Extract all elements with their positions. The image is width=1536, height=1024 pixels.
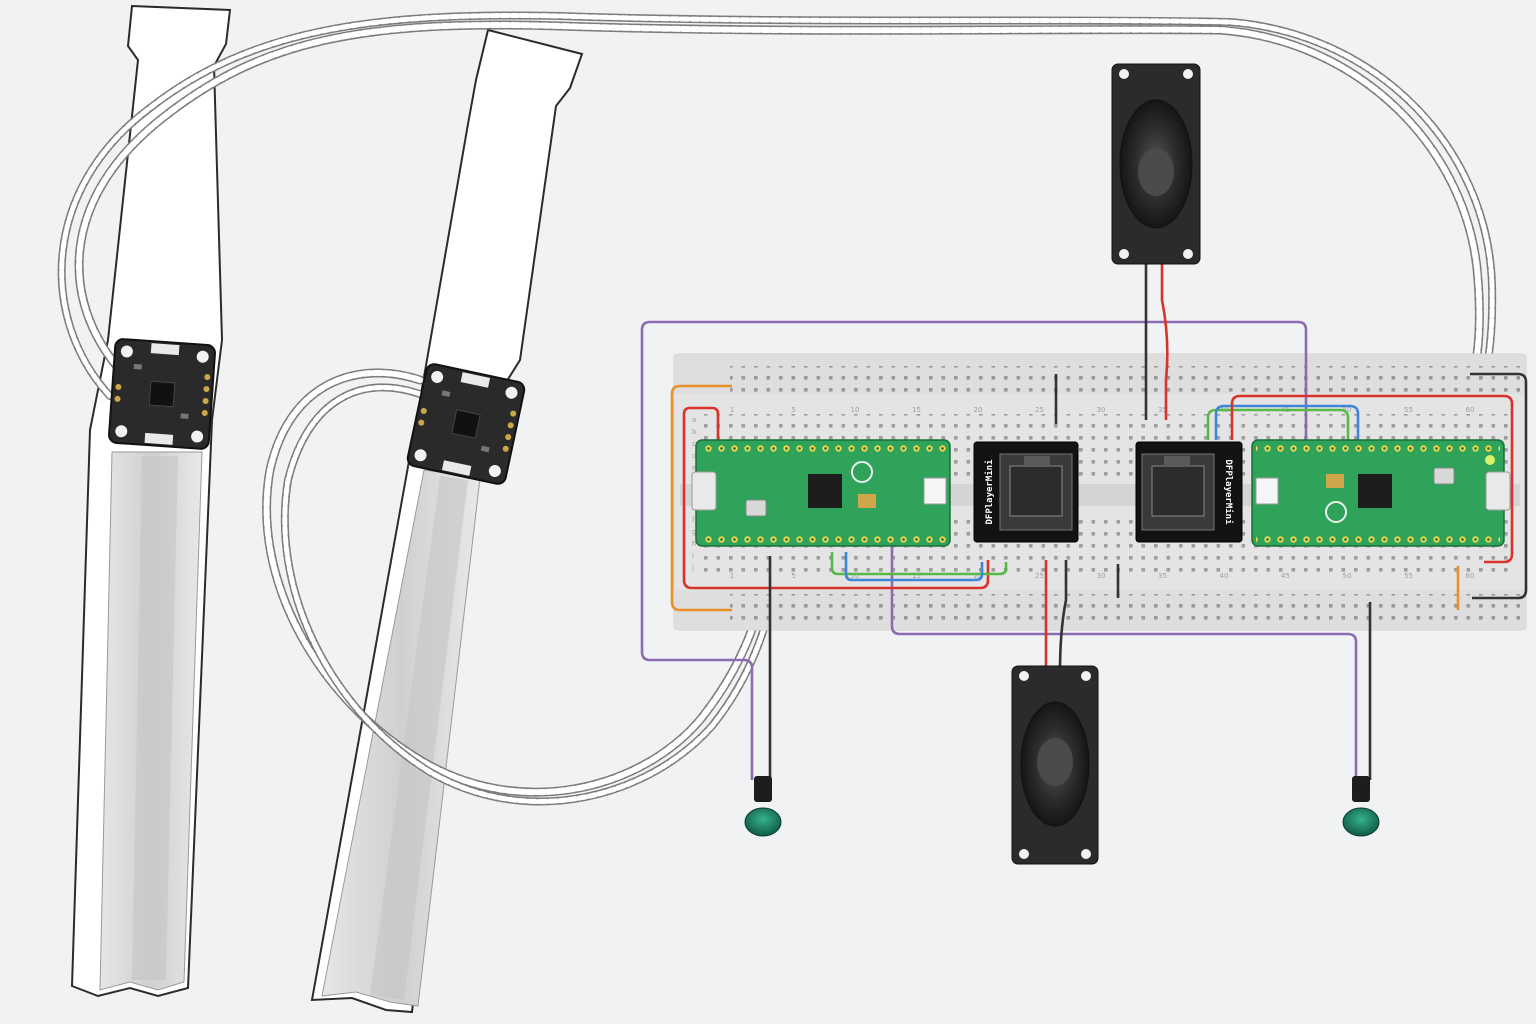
wire-blue-right <box>1214 404 1360 440</box>
column-label: 10 <box>851 406 860 414</box>
column-label: 1 <box>730 572 734 580</box>
wire-speaker-top-red <box>1160 262 1169 420</box>
column-label: 5 <box>791 572 795 580</box>
push-button-icon <box>744 807 782 837</box>
column-label: 55 <box>1404 406 1413 414</box>
imu-sensor-left <box>108 338 216 450</box>
column-label: 15 <box>912 406 921 414</box>
column-label: 25 <box>1035 406 1044 414</box>
row-label: g <box>692 528 696 536</box>
mp3-module-left-label: DFPlayerMini <box>984 459 995 525</box>
row-label: j <box>691 564 694 572</box>
column-label: 50 <box>1343 572 1352 580</box>
column-label: 35 <box>1158 572 1167 580</box>
column-label: 60 <box>1466 406 1475 414</box>
column-label: 40 <box>1220 572 1229 580</box>
column-label: 5 <box>791 406 795 414</box>
imu-sensor-right <box>406 363 526 485</box>
twisted-cable-top <box>57 11 1497 434</box>
twisted-cable-loop <box>262 368 784 806</box>
column-label: 50 <box>1343 406 1352 414</box>
row-label: d <box>692 452 696 460</box>
column-label: 20 <box>974 406 983 414</box>
column-label: 25 <box>1035 572 1044 580</box>
column-label: 35 <box>1158 406 1167 414</box>
row-label: i <box>692 552 694 560</box>
column-label: 45 <box>1281 572 1290 580</box>
wire-green-right <box>1206 408 1350 440</box>
column-label: 55 <box>1404 572 1413 580</box>
raspberry-logo-icon <box>851 461 873 483</box>
push-button-left[interactable] <box>744 776 782 837</box>
column-label: 60 <box>1466 572 1475 580</box>
wire-orange-left <box>670 384 732 612</box>
column-label: 15 <box>912 572 921 580</box>
wire-purple-top <box>640 320 1308 780</box>
column-label: 1 <box>730 406 734 414</box>
row-label: f <box>692 516 695 524</box>
wire-red-left <box>682 406 990 590</box>
drumstick-right <box>310 28 584 1014</box>
raspberry-pi-pico-right <box>1251 439 1511 547</box>
row-label: h <box>692 540 696 548</box>
drumstick-left <box>70 4 232 998</box>
push-button-icon <box>1342 807 1380 837</box>
speaker-bottom <box>1011 665 1099 865</box>
push-button-right[interactable] <box>1342 776 1380 837</box>
wire-blue-lower <box>844 552 984 582</box>
row-label: b <box>692 428 697 436</box>
wires <box>640 262 1528 780</box>
raspberry-pi-pico-left <box>691 439 951 547</box>
column-label: 20 <box>974 572 983 580</box>
mp3-module-right: DFPlayerMini <box>1135 441 1243 543</box>
wire-green-lower <box>830 552 1008 576</box>
row-label: a <box>692 416 696 424</box>
row-label: c <box>692 440 696 448</box>
wire-red-right <box>1230 394 1514 564</box>
mp3-module-left: DFPlayerMini <box>973 441 1079 543</box>
speaker-top <box>1111 63 1201 265</box>
wire-black-right <box>1470 372 1528 600</box>
column-label: 30 <box>1097 406 1106 414</box>
wire-purple-bottom <box>890 540 1358 780</box>
mp3-module-right-label: DFPlayerMini <box>1223 459 1234 525</box>
wire-speaker-bottom-black <box>1058 560 1068 673</box>
column-label: 10 <box>851 572 860 580</box>
column-label: 30 <box>1097 572 1106 580</box>
row-label: e <box>692 464 696 472</box>
raspberry-logo-icon <box>1325 501 1347 523</box>
